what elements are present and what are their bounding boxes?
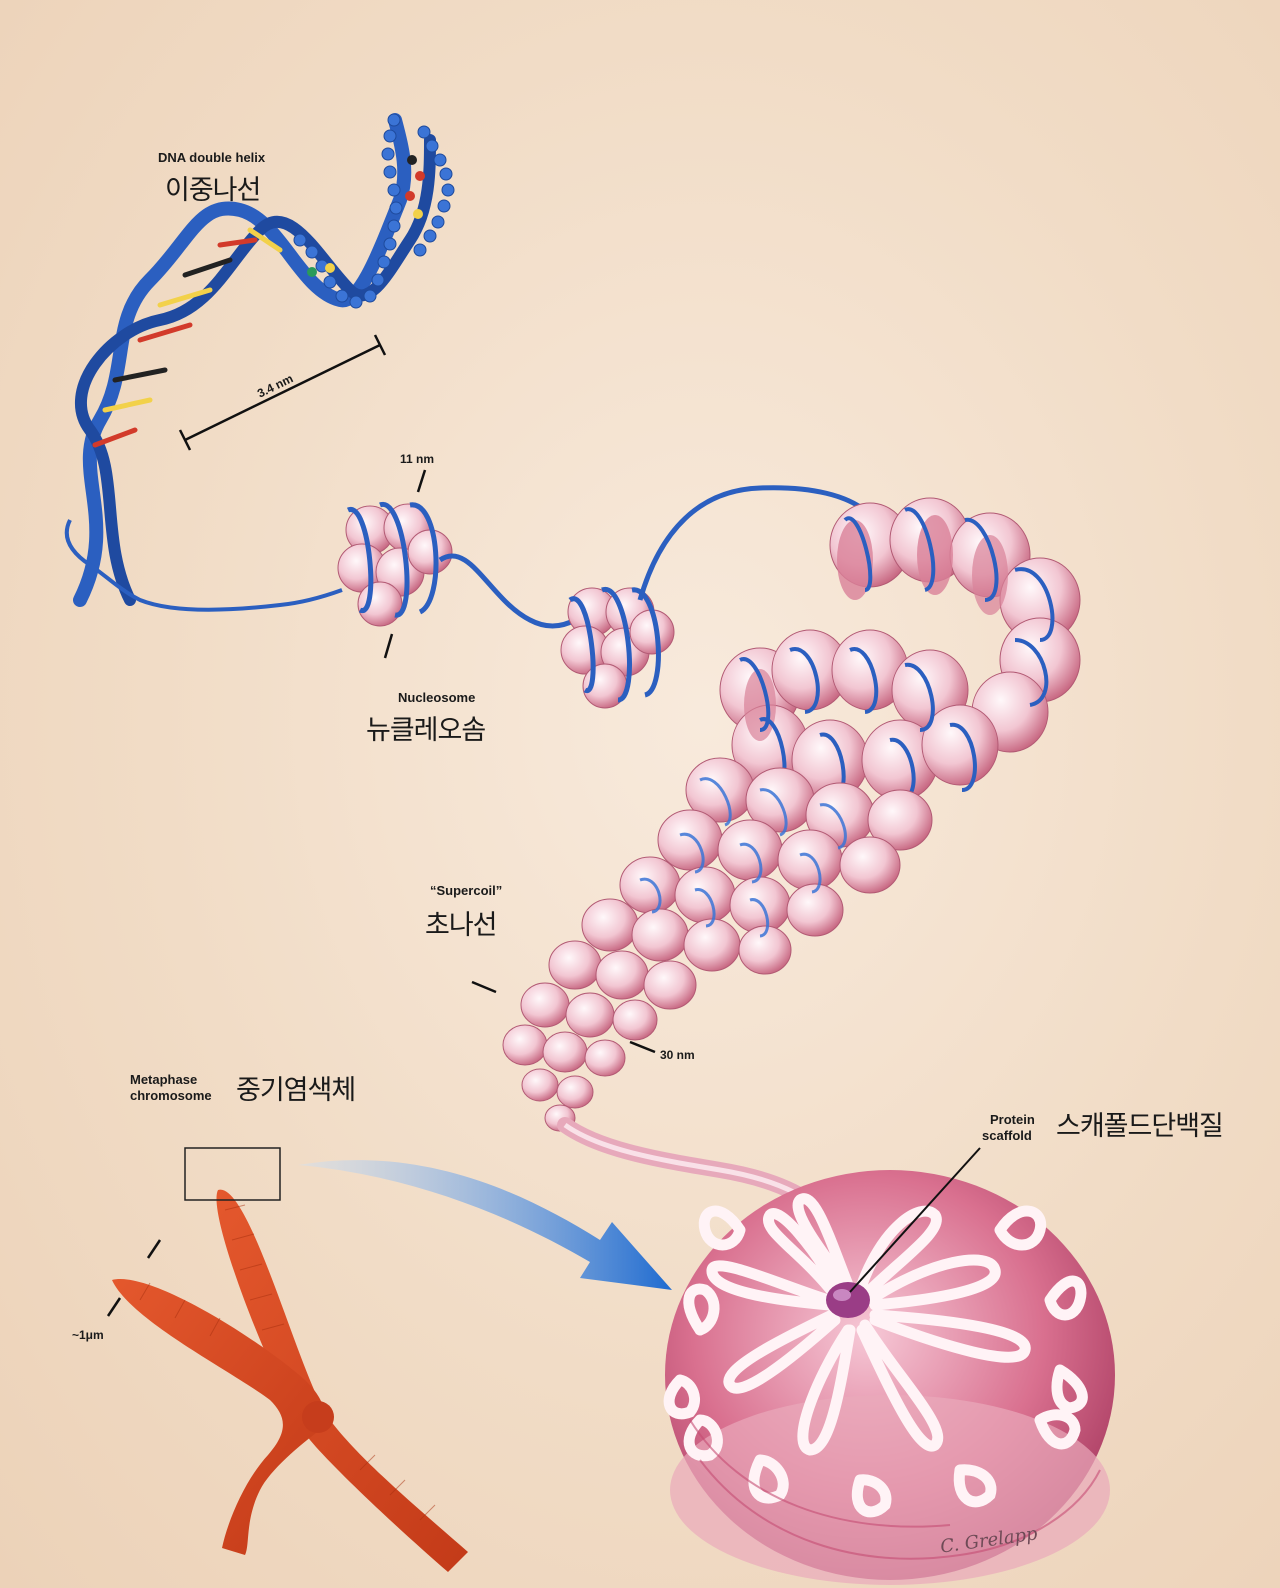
fiber-size-label: 30 nm — [660, 1048, 695, 1062]
solenoid-ring — [719, 497, 1081, 802]
chromosome-size-label: ~1μm — [72, 1328, 104, 1342]
scaffold-label-en-line2: scaffold — [982, 1128, 1032, 1143]
fiber-scale-tick — [629, 1040, 656, 1054]
unwound-strand-beads — [293, 113, 455, 309]
metaphase-label-en-line2: chromosome — [130, 1088, 212, 1103]
chromosome-scale-tick-bottom — [106, 1297, 122, 1317]
supercoil-label-ko: 초나선 — [425, 910, 498, 941]
nucleosome-label-en: Nucleosome — [398, 690, 476, 705]
scaffold-label-ko: 스캐폴드단백질 — [1056, 1111, 1224, 1142]
free-nucleotides — [307, 155, 425, 277]
metaphase-label-ko: 중기염색체 — [236, 1075, 356, 1106]
solenoid-supercoil — [471, 497, 1081, 1283]
nucleosome-1 — [337, 502, 453, 627]
scaffold-pointer-line — [849, 1147, 981, 1293]
scaffold-label-en-line1: Protein — [990, 1112, 1035, 1127]
supercoil-scale-tick — [471, 980, 497, 994]
dna-double-helix — [64, 113, 455, 612]
nucleosome-2 — [560, 587, 675, 709]
nucleosome-label-ko: 뉴클레오솜 — [366, 715, 486, 746]
linker-dna-2 — [637, 485, 872, 601]
zoom-arrow — [298, 1160, 672, 1290]
helix-scale-bar — [178, 334, 387, 451]
chromatin-fiber-30nm — [502, 757, 933, 1132]
chromosome-zoom-box — [184, 1147, 281, 1201]
base-pairs — [92, 227, 283, 448]
supercoil-label-en: “Supercoil” — [430, 883, 503, 898]
metaphase-chromosome — [106, 1147, 468, 1572]
nucleosome-size-label: 11 nm — [400, 452, 435, 466]
linker-dna-1 — [438, 553, 577, 629]
nucleosome-scale-tick-bottom — [383, 633, 394, 659]
dna-label-en: DNA double helix — [158, 150, 266, 165]
scaffold-loops — [663, 1170, 1115, 1585]
protein-scaffold-core — [826, 1282, 870, 1318]
metaphase-label-en-line1: Metaphase — [130, 1072, 198, 1087]
nucleosome-scale-tick-top — [416, 469, 427, 493]
dna-label-ko: 이중나선 — [165, 175, 261, 206]
chromosome-scale-tick-top — [146, 1239, 162, 1259]
